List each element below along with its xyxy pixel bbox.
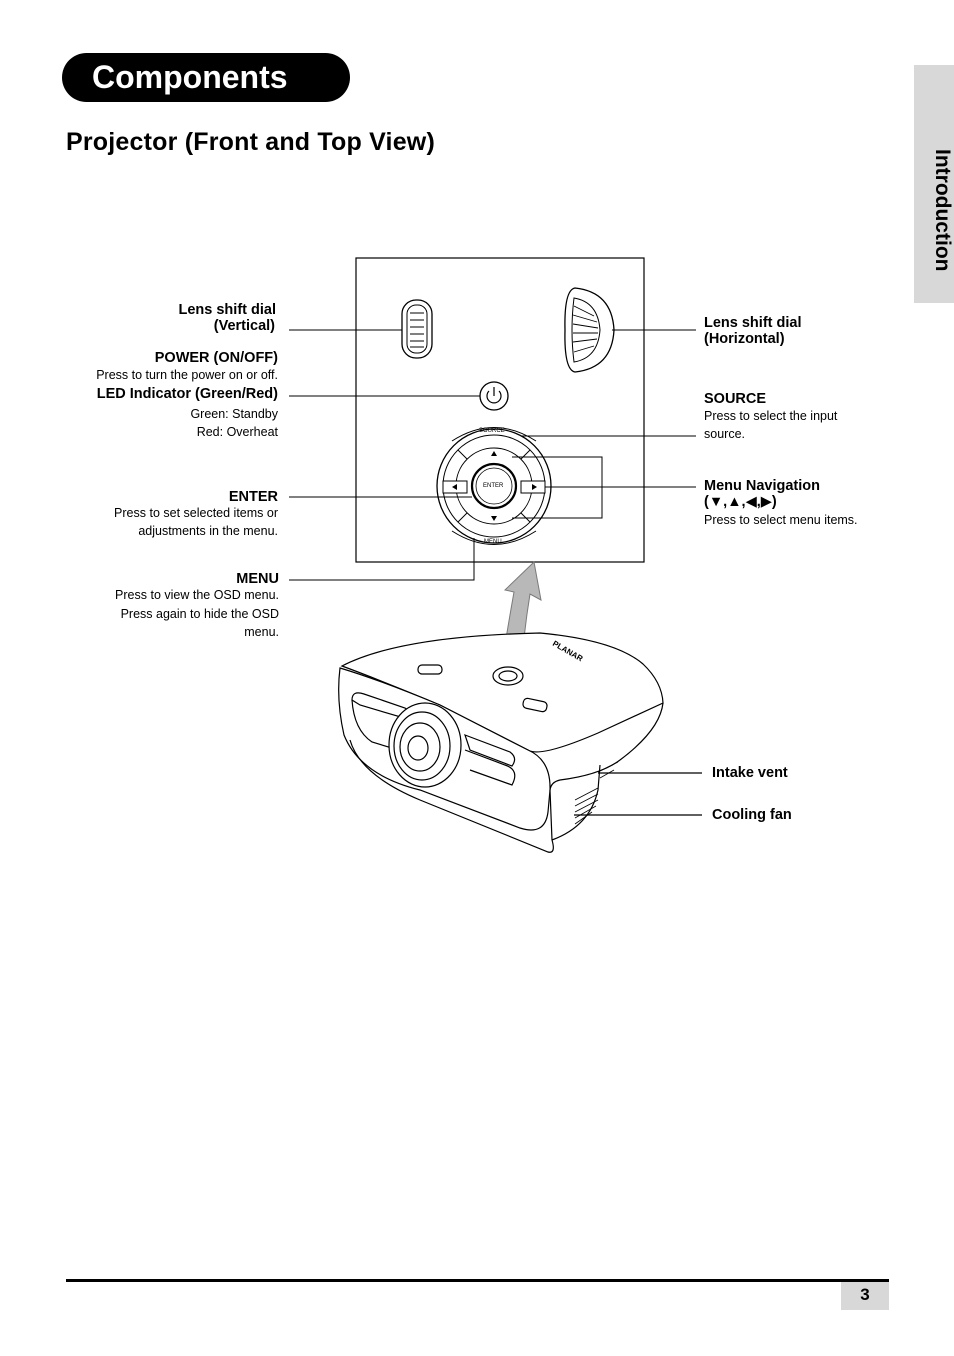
lens-shift-horizontal-line2: (Horizontal) [704, 331, 785, 347]
enter-desc-1: Press to set selected items or [114, 506, 278, 520]
menu-desc-3: menu. [244, 625, 279, 639]
vertical-lens-dial [401, 299, 433, 359]
chapter-tab[interactable]: Introduction [914, 65, 954, 303]
control-panel-frame [355, 257, 645, 563]
section-subtitle: Projector (Front and Top View) [66, 128, 435, 156]
intake-vent-label: Intake vent [712, 765, 788, 781]
page-title: Components [92, 59, 288, 95]
panel-label-source: SOURCE [479, 428, 505, 434]
lens-shift-vertical-line1: Lens shift dial [178, 302, 277, 318]
menu-desc-1: Press to view the OSD menu. [115, 588, 279, 602]
source-desc-2: source. [704, 427, 745, 441]
power-button [479, 381, 509, 411]
lens-shift-horizontal-line1: Lens shift dial [704, 315, 802, 331]
led-desc-red: Red: Overheat [196, 425, 278, 439]
footer-rule [66, 1279, 889, 1282]
menu-navigation-symbols: (▼,▲,◀,▶) [704, 494, 777, 510]
enter-desc-2: adjustments in the menu. [138, 524, 278, 538]
lens-shift-vertical-line2: (Vertical) [213, 318, 275, 334]
power-desc: Press to turn the power on or off. [96, 368, 278, 382]
menu-navigation-title: Menu Navigation [704, 478, 821, 494]
callout-line-menu [289, 538, 475, 581]
led-desc-green: Green: Standby [190, 407, 278, 421]
menu-title: MENU [236, 571, 279, 587]
page-number: 3 [841, 1282, 889, 1310]
cooling-fan-label: Cooling fan [712, 807, 792, 823]
power-title: POWER (ON/OFF) [154, 350, 278, 366]
menu-desc-2: Press again to hide the OSD [120, 607, 279, 621]
projector-illustration [338, 632, 664, 853]
source-title: SOURCE [704, 391, 767, 407]
source-desc-1: Press to select the input [704, 409, 838, 423]
led-title: LED Indicator (Green/Red) [96, 386, 278, 402]
panel-label-enter: ENTER [483, 483, 504, 489]
horizontal-lens-dial [564, 287, 615, 373]
menu-navigation-desc: Press to select menu items. [704, 513, 858, 527]
chapter-tab-label: Introduction [931, 148, 954, 272]
enter-title: ENTER [228, 489, 278, 505]
panel-label-menu: MENU [484, 539, 502, 545]
title-pill [62, 53, 350, 102]
navigation-cluster [436, 427, 603, 545]
